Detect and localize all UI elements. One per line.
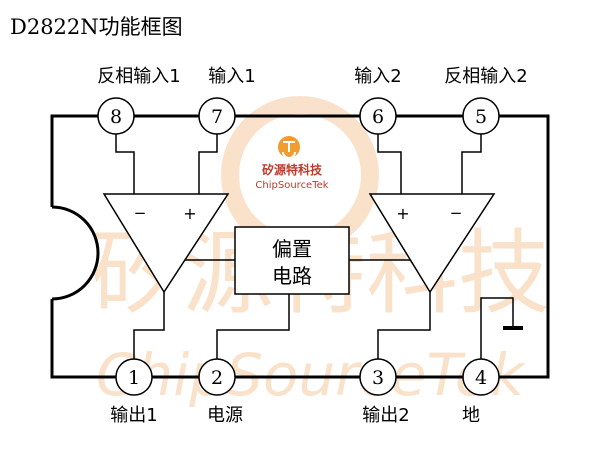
pin-1-label: 输出1 (110, 405, 157, 426)
pin-1: 1 输出1 (110, 358, 158, 426)
amp1-plus: + (183, 204, 196, 223)
pin-3: 3 输出2 (359, 358, 410, 426)
chipsourcetek-logo: 矽源特科技 ChipSourceTek (255, 136, 329, 191)
amplifier-1-triangle-icon (102, 193, 230, 294)
wiring (115, 134, 514, 360)
amp1-minus: − (134, 204, 147, 222)
pin-2: 2 电源 (198, 358, 243, 426)
pin-7-number: 7 (211, 106, 223, 128)
pin-4-number: 4 (475, 367, 487, 389)
pin-7-label: 输入1 (208, 66, 255, 87)
pin-3-number: 3 (372, 367, 384, 389)
logo-en: ChipSourceTek (255, 180, 328, 191)
pin-5-number: 5 (475, 106, 487, 128)
pin-8-number: 8 (110, 106, 122, 128)
pin-8: 8 反相输入1 (97, 66, 181, 135)
logo-cn: 矽源特科技 (262, 162, 323, 177)
pin-8-label: 反相输入1 (97, 66, 180, 87)
pin-2-label: 电源 (207, 405, 243, 426)
bias-line1: 偏置 (272, 237, 312, 261)
pin-1-number: 1 (128, 367, 140, 389)
chip-outline (50, 114, 550, 379)
pin-6-label: 输入2 (354, 66, 401, 87)
amp2-plus: + (396, 204, 409, 223)
pin-4: 4 地 (462, 358, 500, 426)
diagram-title: D2822N功能框图 (10, 15, 183, 39)
pin-2-number: 2 (211, 367, 223, 389)
pin-7: 7 输入1 (198, 66, 256, 135)
bias-circuit-block: 偏置 电路 (234, 226, 350, 295)
pin-3-label: 输出2 (362, 405, 409, 426)
bias-line2: 电路 (272, 264, 312, 288)
pin-5-label: 反相输入2 (444, 66, 527, 87)
amplifier-1: − + (102, 193, 230, 294)
pin-6-number: 6 (372, 106, 384, 128)
watermark-en: ChipSourceTek (96, 341, 527, 409)
pin-4-label: 地 (462, 405, 480, 426)
amp2-minus: − (450, 204, 463, 222)
pin-5: 5 反相输入2 (444, 66, 528, 135)
amplifier-2: + − (368, 193, 496, 294)
amplifier-2-triangle-icon (368, 193, 496, 294)
pin-6: 6 输入2 (354, 66, 402, 135)
